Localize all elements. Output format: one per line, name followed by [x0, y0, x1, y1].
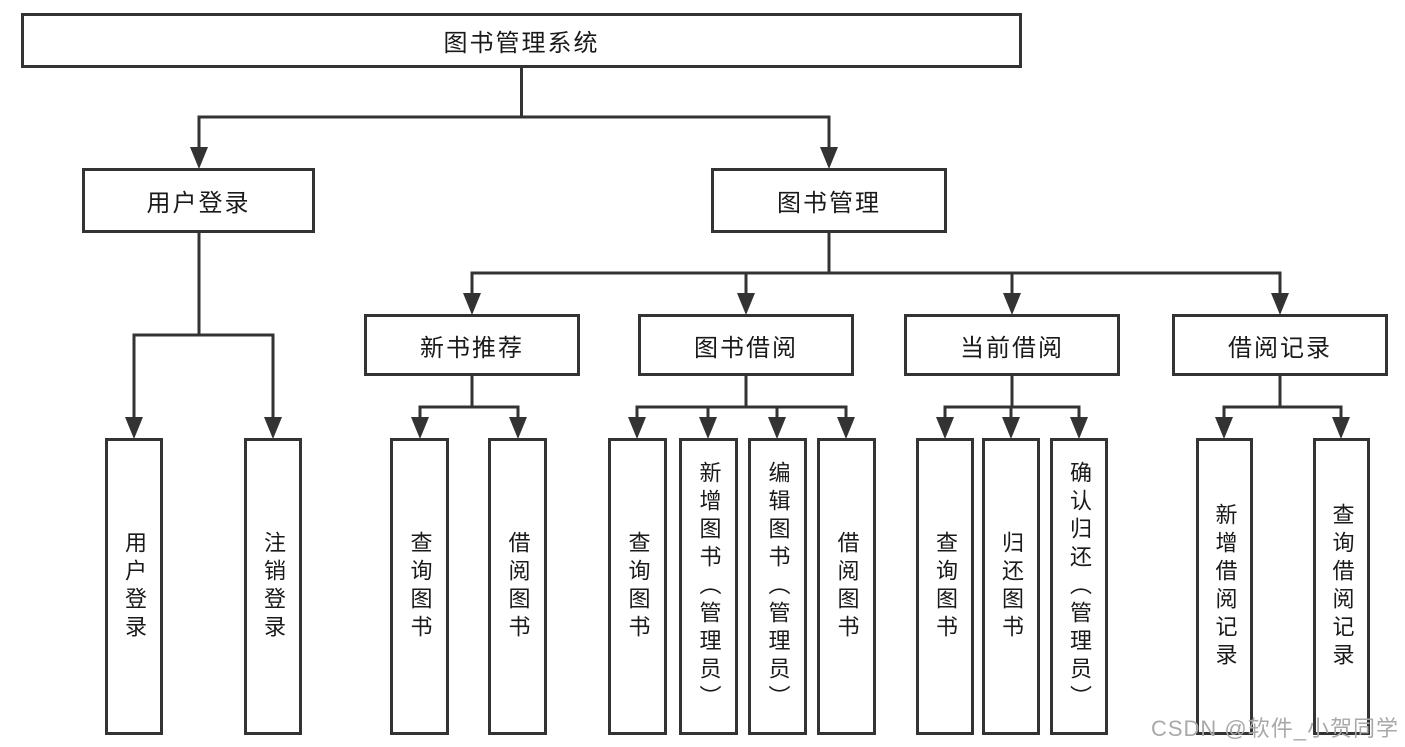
- node-user-login-label: 用户登录: [146, 190, 251, 217]
- leaf-borrow-borrow-books: 借阅图书: [817, 438, 876, 735]
- node-book-borrow-label: 图书借阅: [694, 334, 798, 362]
- node-new-book-recommend: 新书推荐: [364, 314, 580, 376]
- leaf-logout-label: 注销登录: [261, 530, 286, 643]
- leaf-records-add-record-label: 新增借阅记录: [1212, 502, 1238, 671]
- node-root-system: 图书管理系统: [21, 13, 1022, 68]
- leaf-current-confirm-return-admin-label: 确认归还（管理员）: [1067, 460, 1092, 713]
- leaf-borrow-edit-books-admin: 编辑图书（管理员）: [748, 438, 807, 735]
- connector-current-to-leaves: [936, 376, 1088, 439]
- leaf-recommend-borrow-books-label: 借阅图书: [505, 530, 531, 643]
- leaf-current-confirm-return-admin: 确认归还（管理员）: [1050, 438, 1108, 735]
- leaf-current-return-books: 归还图书: [982, 438, 1040, 735]
- node-borrow-records-label: 借阅记录: [1228, 334, 1332, 362]
- leaf-records-query-record: 查询借阅记录: [1313, 438, 1370, 735]
- connector-userlogin-to-leaves: [125, 233, 282, 439]
- node-user-login: 用户登录: [82, 168, 315, 233]
- leaf-borrow-add-books-admin: 新增图书（管理员）: [679, 438, 738, 735]
- node-root-system-label: 图书管理系统: [443, 30, 600, 57]
- node-new-book-recommend-label: 新书推荐: [420, 334, 524, 362]
- node-borrow-records: 借阅记录: [1172, 314, 1388, 376]
- leaf-borrow-query-books: 查询图书: [608, 438, 667, 735]
- leaf-borrow-add-books-admin-label: 新增图书（管理员）: [696, 460, 722, 713]
- connector-root-to-level2: [190, 68, 838, 169]
- leaf-recommend-query-books: 查询图书: [390, 438, 449, 735]
- leaf-user-login-label: 用户登录: [122, 530, 147, 643]
- leaf-logout: 注销登录: [244, 438, 302, 735]
- leaf-recommend-query-books-label: 查询图书: [407, 530, 433, 643]
- leaf-current-query-books: 查询图书: [916, 438, 974, 735]
- leaf-user-login: 用户登录: [105, 438, 163, 735]
- csdn-watermark: CSDN @软件_小贺同学: [1150, 716, 1399, 741]
- leaf-records-query-record-label: 查询借阅记录: [1329, 502, 1355, 671]
- leaf-records-add-record: 新增借阅记录: [1196, 438, 1253, 735]
- node-book-management-label: 图书管理: [777, 190, 881, 217]
- connector-bookmgmt-to-level3: [463, 233, 1289, 315]
- leaf-borrow-borrow-books-label: 借阅图书: [834, 530, 860, 643]
- node-book-management: 图书管理: [711, 168, 947, 233]
- connector-records-to-leaves: [1215, 376, 1350, 439]
- leaf-borrow-edit-books-admin-label: 编辑图书（管理员）: [765, 460, 791, 713]
- leaf-current-return-books-label: 归还图书: [999, 530, 1024, 643]
- connector-recommend-to-leaves: [411, 376, 527, 439]
- node-book-borrow: 图书借阅: [638, 314, 854, 376]
- leaf-recommend-borrow-books: 借阅图书: [488, 438, 547, 735]
- node-current-borrow: 当前借阅: [904, 314, 1120, 376]
- connector-borrow-to-leaves: [628, 376, 855, 439]
- leaf-current-query-books-label: 查询图书: [933, 530, 958, 643]
- node-current-borrow-label: 当前借阅: [960, 334, 1064, 362]
- leaf-borrow-query-books-label: 查询图书: [625, 530, 651, 643]
